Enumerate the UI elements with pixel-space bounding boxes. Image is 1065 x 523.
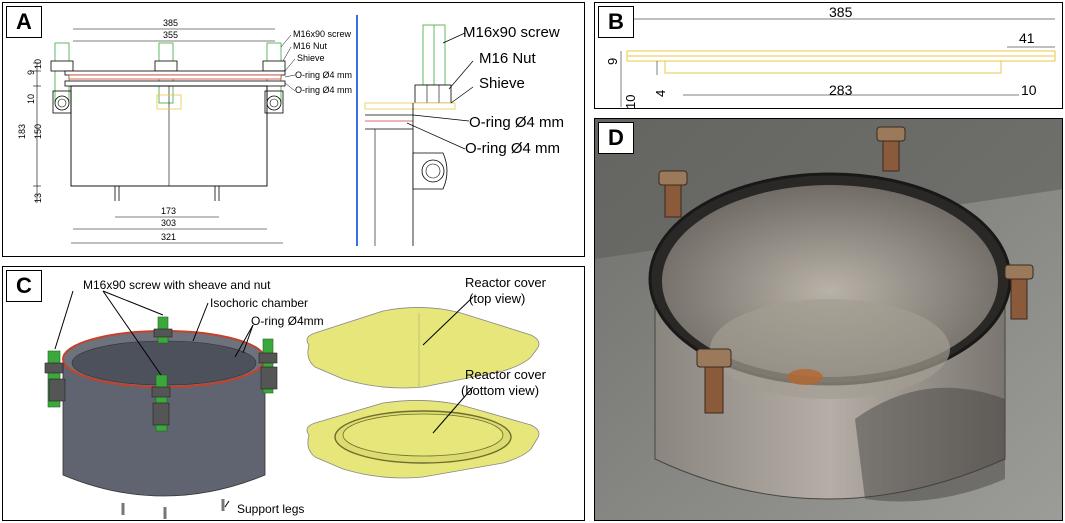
dim-13: 13 (33, 193, 43, 203)
detail-oring-2: O-ring Ø4 mm (465, 140, 560, 157)
c-cover-bottom-2: (bottom view) (461, 383, 539, 398)
panel-d-label: D (598, 122, 634, 154)
panel-d: D (594, 118, 1063, 521)
panel-c-drawing: M16x90 screw with sheave and nut Isochor… (44, 275, 547, 519)
panel-b-drawing: 385 41 9 10 4 283 10 (605, 4, 1056, 109)
b-dim-9: 9 (605, 58, 620, 65)
dim-9: 9 (26, 70, 36, 75)
dim-183: 183 (17, 124, 27, 139)
c-label-oring: O-ring Ø4mm (251, 314, 324, 328)
detail-shieve: Shieve (479, 75, 525, 92)
panel-b: B 385 41 9 10 4 283 10 (594, 2, 1063, 109)
dim-321: 321 (161, 232, 176, 242)
dim-303: 303 (161, 218, 176, 228)
dim-385: 385 (163, 18, 178, 28)
dim-355: 355 (163, 30, 178, 40)
c-label-screw: M16x90 screw with sheave and nut (83, 278, 271, 292)
callout-oring-1: O-ring Ø4 mm (295, 70, 352, 80)
dim-10b: 10 (26, 94, 36, 104)
panel-c-label: C (6, 270, 42, 302)
b-dim-283: 283 (829, 82, 853, 98)
panel-b-label: B (598, 6, 634, 38)
dim-173: 173 (161, 206, 176, 216)
callout-screw: M16x90 screw (293, 29, 352, 39)
callout-nut: M16 Nut (293, 41, 328, 51)
c-cover-bottom-1: Reactor cover (465, 367, 547, 382)
dim-10a: 10 (33, 59, 43, 69)
c-cover-top-2: (top view) (469, 291, 525, 306)
callout-oring-2: O-ring Ø4 mm (295, 85, 352, 95)
c-cover-top-1: Reactor cover (465, 275, 547, 290)
dim-150: 150 (33, 124, 43, 139)
detail-screw: M16x90 screw (463, 24, 560, 41)
b-dim-10: 10 (623, 95, 638, 109)
b-dim-385: 385 (829, 4, 853, 20)
panel-a-drawing: 385 355 (17, 15, 564, 246)
b-dim-4: 4 (653, 90, 668, 97)
c-label-chamber: Isochoric chamber (210, 296, 308, 310)
callout-shieve: Shieve (297, 53, 325, 63)
panel-c: C (2, 266, 585, 521)
panel-d-photo (595, 119, 1062, 520)
detail-oring-1: O-ring Ø4 mm (469, 114, 564, 131)
b-dim-41: 41 (1019, 30, 1035, 46)
c-label-legs: Support legs (237, 502, 304, 516)
panel-a-label: A (6, 6, 42, 38)
panel-a: A 385 355 (2, 2, 585, 257)
b-dim-10r: 10 (1021, 82, 1037, 98)
detail-nut: M16 Nut (479, 50, 537, 67)
